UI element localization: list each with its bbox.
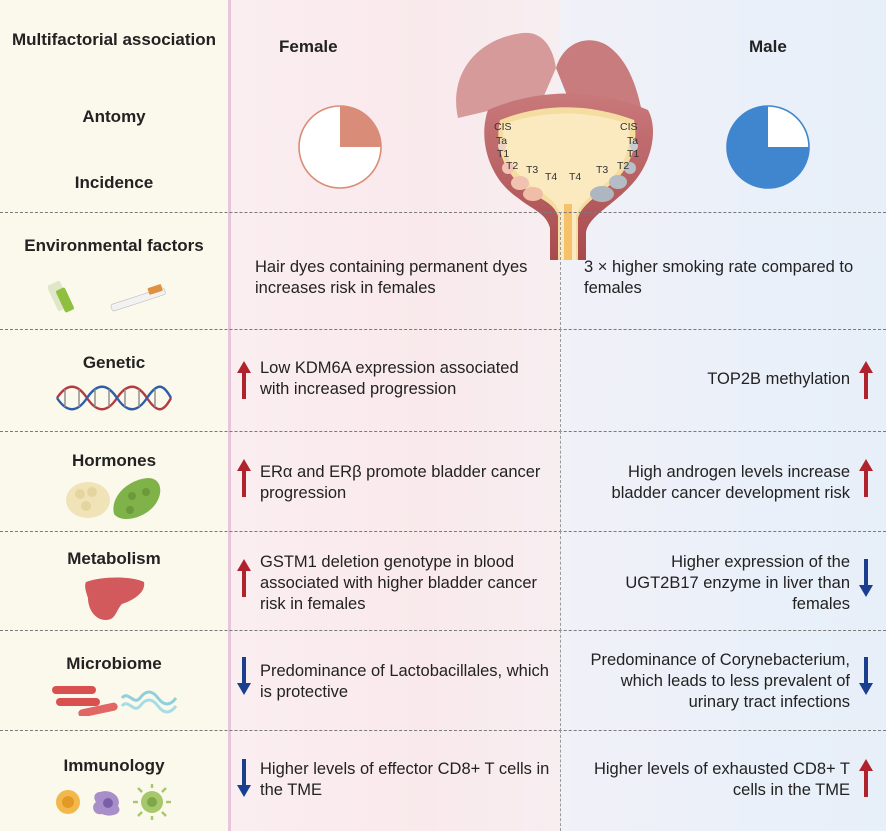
row-category: Microbiome bbox=[66, 654, 162, 673]
category-column-background bbox=[0, 0, 228, 831]
row-separator bbox=[0, 630, 886, 631]
female-trend-up-arrow-icon bbox=[237, 559, 251, 597]
category-header: Multifactorial association bbox=[11, 30, 217, 49]
row-separator bbox=[0, 730, 886, 731]
incidence-label: Incidence bbox=[74, 173, 154, 192]
male-incidence-pie bbox=[726, 105, 810, 189]
male-finding: Predominance of Corynebacterium, which l… bbox=[590, 651, 850, 711]
row-category: Metabolism bbox=[67, 549, 161, 568]
row-category: Environmental factors bbox=[24, 236, 204, 255]
stage-label-right: T4 bbox=[569, 171, 582, 183]
female-finding: Higher levels of effector CD8+ T cells i… bbox=[260, 760, 550, 799]
dna-icon bbox=[56, 385, 173, 411]
stage-label-right: CIS bbox=[620, 121, 638, 133]
column-separator bbox=[560, 630, 561, 731]
anatomy-label: Antomy bbox=[82, 107, 146, 126]
column-divider bbox=[228, 0, 231, 831]
stage-label-right: T1 bbox=[627, 148, 640, 160]
row-category: Genetic bbox=[82, 353, 146, 372]
hormone-glands-icon bbox=[66, 478, 161, 520]
row-category: Hormones bbox=[71, 451, 157, 470]
male-finding: Higher levels of exhausted CD8+ T cells … bbox=[593, 760, 850, 799]
male-trend-down-arrow-icon bbox=[859, 657, 873, 695]
female-trend-up-arrow-icon bbox=[237, 361, 251, 399]
stage-label-left: T2 bbox=[506, 160, 519, 172]
column-separator bbox=[560, 730, 561, 831]
male-finding: High androgen levels increase bladder ca… bbox=[611, 463, 850, 502]
column-separator bbox=[560, 431, 561, 532]
stage-label-left: CIS bbox=[494, 121, 512, 133]
column-separator bbox=[560, 329, 561, 432]
female-trend-up-arrow-icon bbox=[237, 459, 251, 497]
female-column-title: Female bbox=[279, 37, 338, 56]
male-trend-up-arrow-icon bbox=[859, 459, 873, 497]
row-separator bbox=[0, 329, 886, 330]
stage-label-left: T3 bbox=[526, 164, 539, 176]
male-column-title: Male bbox=[749, 37, 787, 56]
liver-icon bbox=[85, 577, 145, 620]
row-separator bbox=[0, 531, 886, 532]
male-trend-up-arrow-icon bbox=[859, 759, 873, 797]
male-incidence-slice bbox=[727, 106, 809, 188]
stage-label-right: Ta bbox=[627, 135, 639, 147]
stage-label-right: T2 bbox=[617, 160, 630, 172]
female-trend-down-arrow-icon bbox=[237, 657, 251, 695]
stage-label-left: Ta bbox=[496, 135, 508, 147]
stage-label-left: T4 bbox=[545, 171, 558, 183]
bladder-illustration-icon bbox=[456, 32, 653, 260]
female-finding: GSTM1 deletion genotype in blood associa… bbox=[260, 553, 537, 613]
column-separator bbox=[560, 212, 561, 330]
female-finding: ERα and ERβ promote bladder cancer progr… bbox=[260, 463, 541, 502]
male-trend-down-arrow-icon bbox=[859, 559, 873, 597]
row-category: Immunology bbox=[63, 756, 165, 775]
stage-label-right: T3 bbox=[596, 164, 609, 176]
immune-cells-icon bbox=[56, 784, 171, 820]
female-incidence-pie bbox=[298, 105, 382, 189]
male-finding: 3 × higher smoking rate compared to fema… bbox=[584, 258, 854, 297]
stage-label-left: T1 bbox=[497, 148, 510, 160]
column-separator bbox=[560, 531, 561, 631]
row-separator bbox=[0, 212, 886, 213]
male-finding: TOP2B methylation bbox=[707, 370, 850, 388]
row-separator bbox=[0, 431, 886, 432]
male-trend-up-arrow-icon bbox=[859, 361, 873, 399]
female-incidence-slice bbox=[340, 106, 381, 147]
female-finding: Low KDM6A expression associated with inc… bbox=[260, 359, 519, 398]
female-finding: Hair dyes containing permanent dyes incr… bbox=[255, 258, 528, 297]
female-trend-down-arrow-icon bbox=[237, 759, 251, 797]
bacteria-icon bbox=[52, 686, 178, 716]
male-finding: Higher expression of the UGT2B17 enzyme … bbox=[625, 553, 850, 613]
female-finding: Predominance of Lactobacillales, which i… bbox=[260, 662, 549, 701]
hair-dye-and-cigarette-icon bbox=[48, 281, 166, 313]
